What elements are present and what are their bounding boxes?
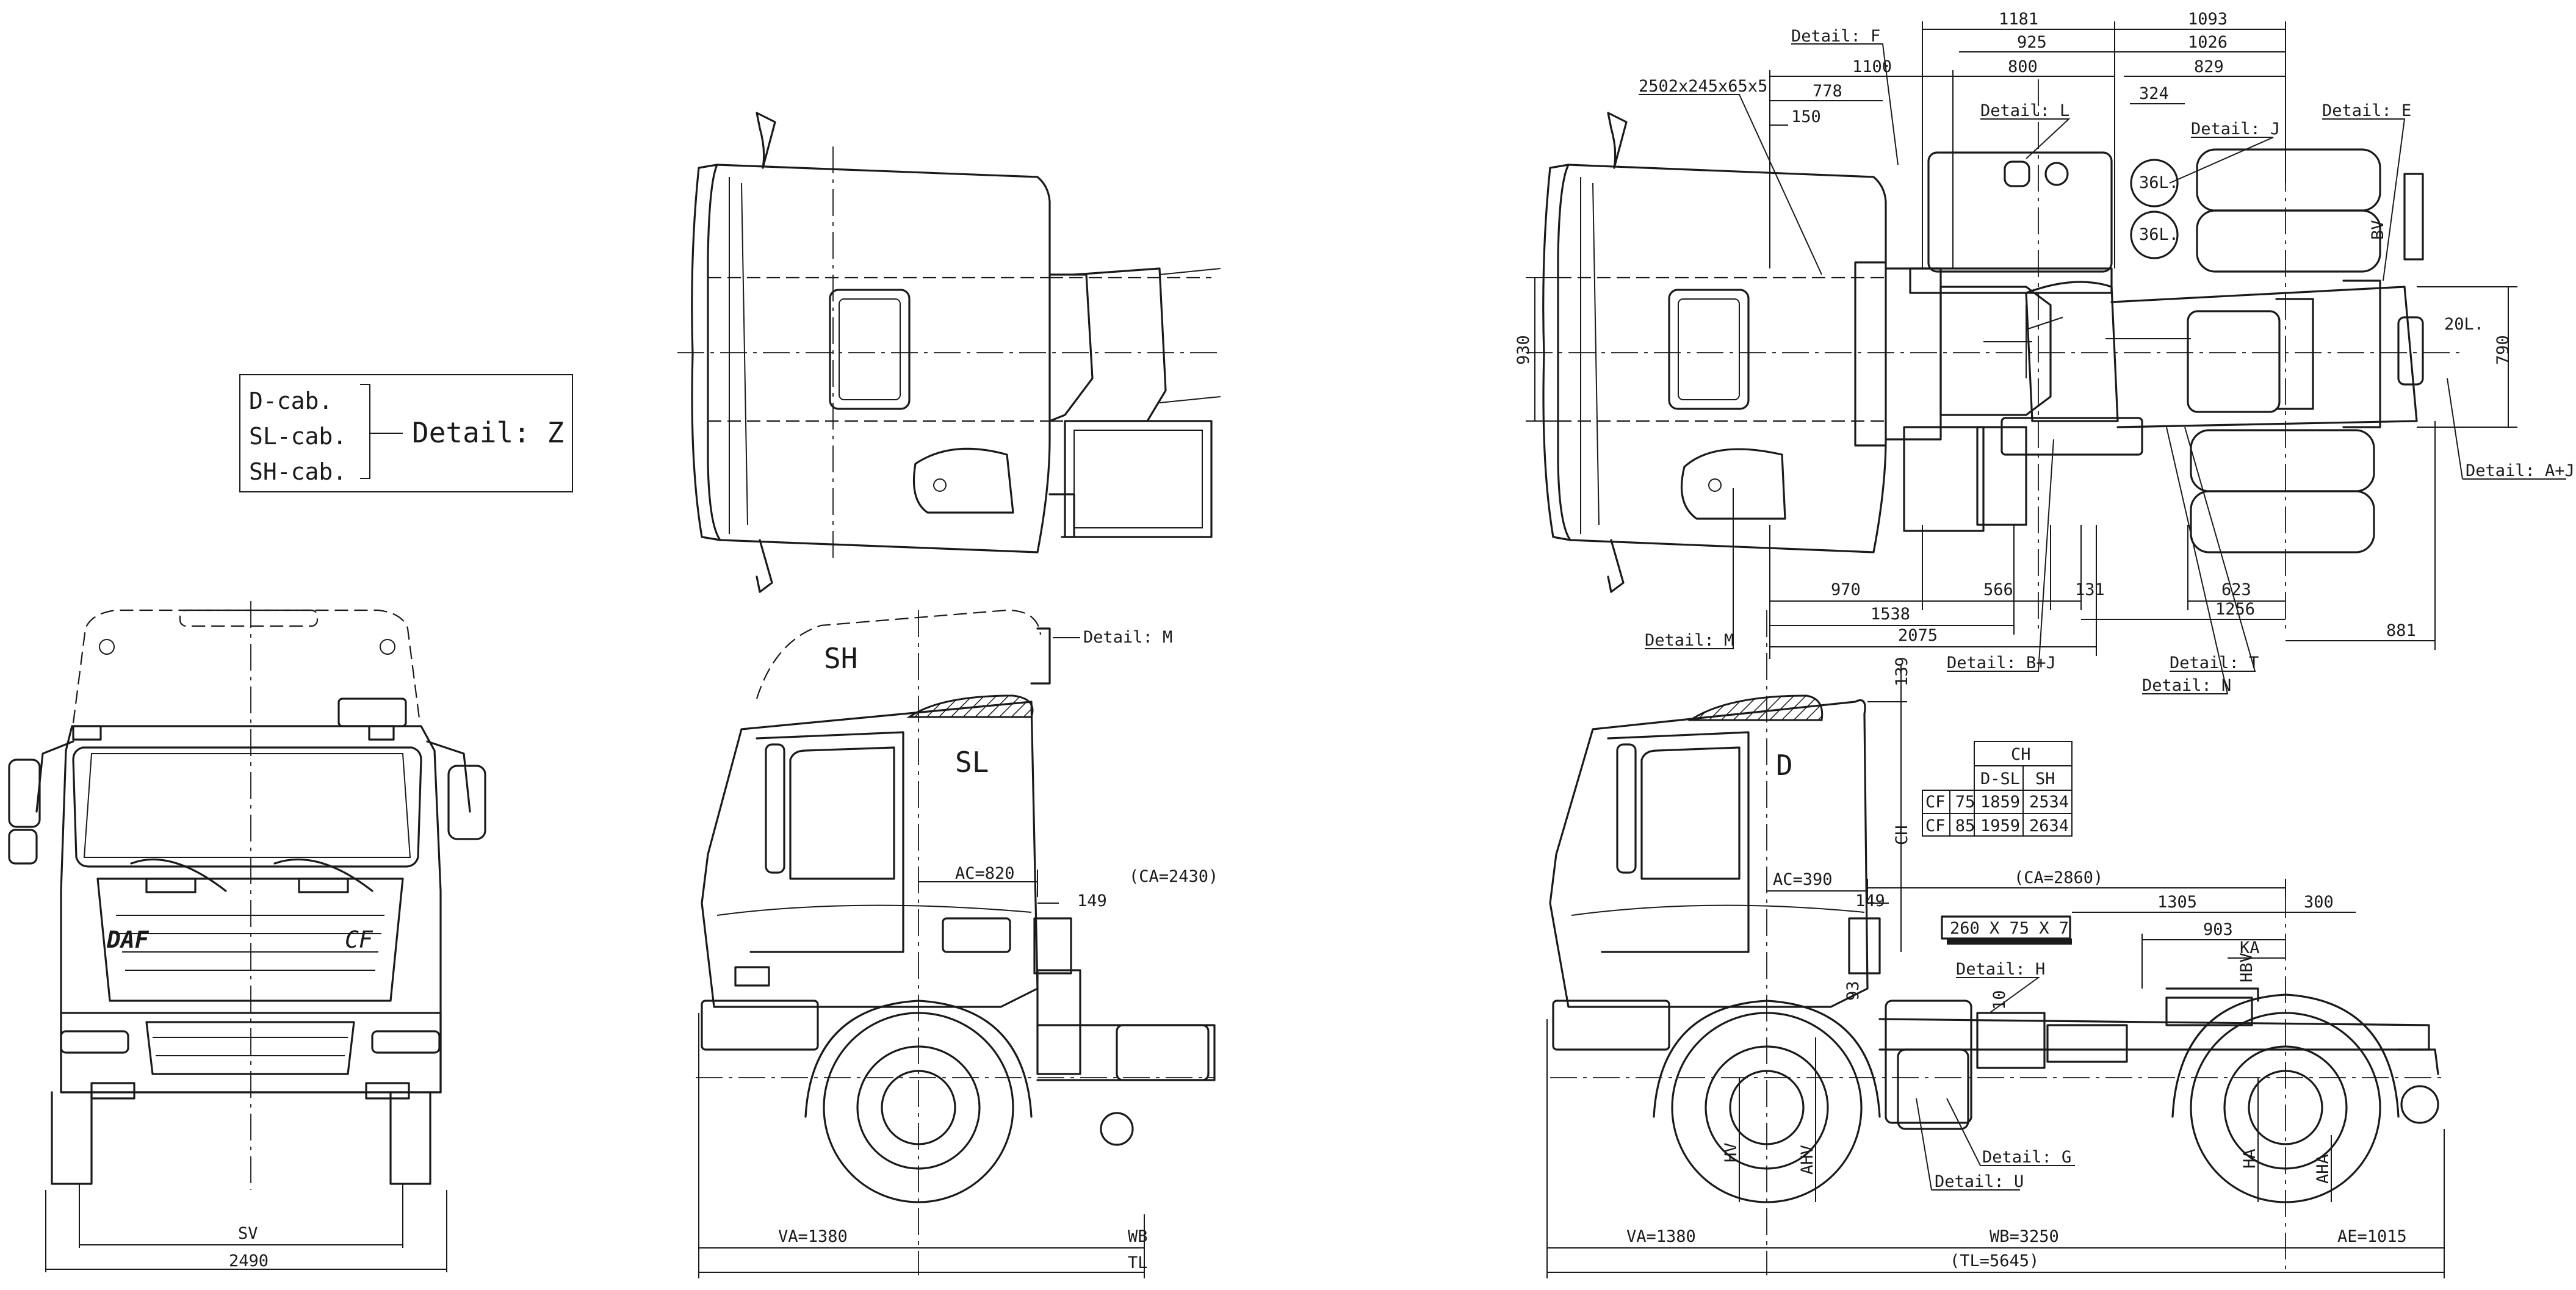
- front-brand-badge: DAF: [106, 926, 150, 953]
- dim-790: 790: [2494, 335, 2513, 365]
- side-right-ha: HA: [2240, 1148, 2259, 1169]
- dim-131: 131: [2075, 580, 2105, 599]
- side-right-hbv: HBV: [2237, 953, 2256, 982]
- ch-table-row1-model: CF 75: [1925, 793, 1975, 812]
- tank-36-bottom: 36L.: [2139, 225, 2179, 244]
- detail-n: Detail: N: [2142, 676, 2231, 695]
- dim-623: 623: [2221, 580, 2251, 599]
- top-bv: BV: [2369, 220, 2387, 240]
- front-sv-dim: SV: [238, 1224, 258, 1243]
- ch-table: CH D-SL SH CF 75 1859 2534 CF 85 1959 26…: [1922, 741, 2073, 837]
- ch-table-head: CH: [2011, 745, 2031, 764]
- dim-2075: 2075: [1898, 626, 1938, 645]
- front-width-dim: 2490: [229, 1252, 269, 1270]
- side-left-tl: TL: [1128, 1253, 1148, 1272]
- dim-324: 324: [2139, 84, 2169, 103]
- side-right-d-label: D: [1776, 749, 1793, 782]
- detail-j: Detail: J: [2191, 120, 2280, 139]
- side-left-sh-label: SH: [824, 642, 857, 675]
- side-right-aha: AHA: [2314, 1154, 2332, 1184]
- side-left-sl-label: SL: [955, 746, 989, 779]
- ch-table-row2-dsl: 1959: [1980, 816, 2020, 835]
- dim-1100: 1100: [1852, 57, 1892, 76]
- top-view-left: [677, 112, 1221, 593]
- side-right-tl: (TL=5645): [1950, 1252, 2039, 1270]
- side-view-right: D 139 CH AC=390 149 (CA=2: [1546, 610, 2445, 1278]
- dim-1181: 1181: [1999, 10, 2038, 29]
- dim-1256: 1256: [2215, 600, 2255, 619]
- dim-778: 778: [1813, 82, 1842, 101]
- detail-f: Detail: F: [1791, 27, 1880, 46]
- side-right-va: VA=1380: [1626, 1227, 1696, 1246]
- front-view: DAF CF SV 2490: [8, 601, 486, 1272]
- legend-detail: Detail: Z: [412, 416, 564, 449]
- dim-925: 925: [2017, 33, 2047, 52]
- dim-800: 800: [2008, 57, 2038, 76]
- detail-t: Detail: T: [2170, 654, 2259, 672]
- dim-1538: 1538: [1871, 605, 1910, 624]
- dim-881: 881: [2386, 621, 2416, 640]
- cab-legend: D-cab. SL-cab. SH-cab. Detail: Z: [239, 374, 573, 492]
- detail-g: Detail: G: [1982, 1148, 2071, 1167]
- ch-table-row2-model: CF 85: [1925, 816, 1975, 835]
- dim-930: 930: [1514, 335, 1533, 365]
- side-right-139: 139: [1892, 657, 1911, 686]
- side-right-ac: AC=390: [1773, 870, 1833, 889]
- dim-566: 566: [1983, 580, 2013, 599]
- side-right-ae: AE=1015: [2337, 1227, 2407, 1246]
- side-left-149: 149: [1077, 892, 1107, 910]
- dim-1026: 1026: [2188, 33, 2228, 52]
- tank-36-top: 36L.: [2139, 173, 2179, 192]
- side-left-detail-m: Detail: M: [1083, 628, 1172, 647]
- ch-table-col-dsl: D-SL: [1980, 769, 2020, 788]
- side-right-wb: WB=3250: [1990, 1227, 2059, 1246]
- side-right-ch: CH: [1892, 825, 1911, 845]
- side-left-ca: (CA=2430): [1129, 867, 1218, 886]
- detail-a-j: Detail: A+J: [2466, 461, 2575, 480]
- dim-150: 150: [1791, 107, 1821, 126]
- ch-table-row2-sh: 2634: [2029, 816, 2069, 835]
- side-view-left: SH Detail: M SL AC=820 149 (CA=2430): [696, 609, 1218, 1278]
- side-right-1305: 1305: [2157, 893, 2197, 912]
- side-left-va: VA=1380: [778, 1227, 848, 1246]
- detail-l: Detail: L: [1980, 101, 2069, 120]
- side-right-ka: KA: [2240, 939, 2260, 957]
- side-right-hv: HV: [1722, 1142, 1741, 1162]
- detail-m-top: Detail: M: [1645, 631, 1734, 650]
- side-right-903: 903: [2203, 920, 2233, 939]
- ch-table-col-sh: SH: [2035, 769, 2055, 788]
- side-right-300: 300: [2304, 893, 2334, 912]
- side-left-wb: WB: [1128, 1227, 1148, 1246]
- side-left-ac: AC=820: [955, 864, 1015, 883]
- tank-20: 20L.: [2444, 315, 2484, 334]
- side-right-ca: (CA=2860): [2014, 868, 2103, 887]
- legend-d-cab: D-cab.: [249, 387, 333, 414]
- front-model-badge: CF: [345, 926, 373, 953]
- ch-table-row1-sh: 2534: [2029, 793, 2069, 812]
- top-view-right: 36L. 36L. BV 20L. Detail: F 2502x245x65x…: [1514, 10, 2575, 695]
- side-right-ahv: AHV: [1798, 1145, 1817, 1175]
- legend-sl-cab: SL-cab.: [249, 423, 347, 450]
- detail-u: Detail: U: [1935, 1172, 2024, 1191]
- side-right-10: 10: [1990, 990, 2009, 1010]
- side-right-93: 93: [1844, 981, 1863, 1001]
- dim-1093: 1093: [2188, 10, 2228, 29]
- side-right-plate: 260 X 75 X 7: [1950, 919, 2069, 938]
- detail-b-j: Detail: B+J: [1947, 654, 2056, 672]
- dim-970: 970: [1831, 580, 1861, 599]
- legend-sh-cab: SH-cab.: [249, 458, 347, 485]
- detail-e: Detail: E: [2322, 101, 2411, 120]
- dim-829: 829: [2194, 57, 2224, 76]
- top-plate: 2502x245x65x5: [1639, 77, 1767, 96]
- detail-h: Detail: H: [1956, 960, 2045, 979]
- side-right-149: 149: [1855, 892, 1885, 910]
- ch-table-row1-dsl: 1859: [1980, 793, 2020, 812]
